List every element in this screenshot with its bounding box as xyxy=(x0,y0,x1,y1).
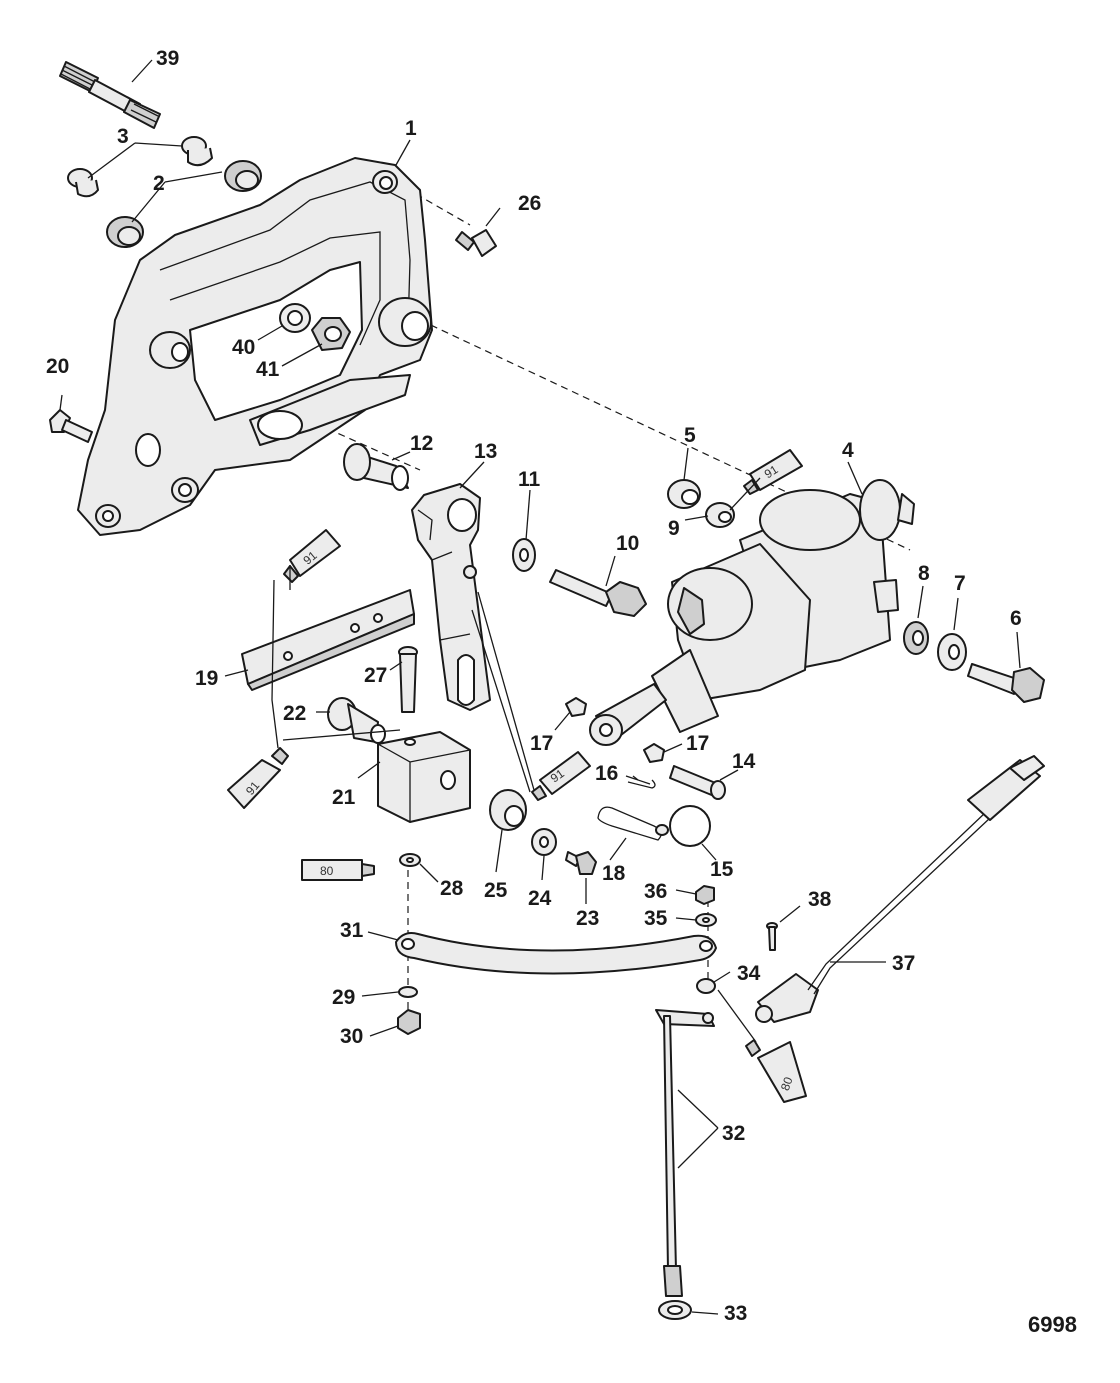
bushing-3 xyxy=(67,136,213,198)
callout-27: 27 xyxy=(364,664,387,687)
callout-17a: 17 xyxy=(530,732,553,755)
nut-36 xyxy=(695,885,715,905)
nut-17-upper xyxy=(565,697,587,717)
bracket-plate-1 xyxy=(77,157,433,536)
sealant-tube-91-a: 91 xyxy=(283,529,341,583)
callout-30: 30 xyxy=(340,1025,363,1048)
callout-38: 38 xyxy=(808,888,832,911)
washer-29 xyxy=(398,986,418,998)
callout-14: 14 xyxy=(732,750,756,773)
lever-arm-13 xyxy=(411,483,491,711)
callout-33: 33 xyxy=(724,1302,747,1325)
figure-number: 6998 xyxy=(1028,1312,1077,1337)
washer-11 xyxy=(512,538,536,572)
leader-lines xyxy=(59,59,1021,1315)
stud-39 xyxy=(59,61,161,129)
bolt-23 xyxy=(565,851,597,875)
grommet-33 xyxy=(658,1300,692,1320)
callout-26: 26 xyxy=(518,192,541,215)
callout-2: 2 xyxy=(153,172,165,195)
washer-7 xyxy=(937,633,967,671)
block-21 xyxy=(377,731,471,823)
callout-34: 34 xyxy=(737,962,761,985)
callout-16: 16 xyxy=(595,762,618,785)
bolt-6 xyxy=(967,663,1045,703)
callout-37: 37 xyxy=(892,952,915,975)
screw-38 xyxy=(766,922,778,951)
callout-19: 19 xyxy=(195,667,218,690)
nut-34 xyxy=(696,978,716,994)
washer-8 xyxy=(903,621,929,655)
washer-35 xyxy=(695,913,717,927)
callout-25: 25 xyxy=(484,879,508,902)
callout-35: 35 xyxy=(644,907,668,930)
callout-9: 9 xyxy=(668,517,680,540)
callout-8: 8 xyxy=(918,562,930,585)
callout-39: 39 xyxy=(156,47,179,70)
cotter-pin-16 xyxy=(625,775,656,789)
washer-28 xyxy=(399,853,421,867)
bushing-12 xyxy=(343,443,409,491)
ring-15 xyxy=(669,805,711,847)
screw-26 xyxy=(455,229,497,257)
callout-13: 13 xyxy=(474,440,497,463)
bushing-25 xyxy=(489,789,527,831)
rod-32 xyxy=(655,1009,715,1297)
bushing-22 xyxy=(327,697,386,744)
grommet-2 xyxy=(106,160,262,248)
callout-36: 36 xyxy=(644,880,667,903)
svg-text:80: 80 xyxy=(320,864,334,878)
callout-labels: 1 2 3 4 5 6 7 8 9 10 11 12 13 14 15 16 1… xyxy=(46,47,1022,1325)
callout-23: 23 xyxy=(576,907,599,930)
washer-40 xyxy=(279,303,311,333)
bushing-9 xyxy=(705,502,735,528)
callout-24: 24 xyxy=(528,887,552,910)
sealant-tube-91-d: 91 xyxy=(531,751,591,801)
sensor-harness-37 xyxy=(755,755,1045,1023)
callout-11: 11 xyxy=(518,468,541,491)
rail-19 xyxy=(241,589,415,691)
callout-10: 10 xyxy=(616,532,639,555)
callout-5: 5 xyxy=(684,424,696,447)
callout-22: 22 xyxy=(283,702,306,725)
callout-29: 29 xyxy=(332,986,355,1009)
nut-41 xyxy=(311,317,351,351)
callout-15: 15 xyxy=(710,858,734,881)
callout-18: 18 xyxy=(602,862,626,885)
svg-text:80: 80 xyxy=(778,1075,796,1093)
callout-40: 40 xyxy=(232,336,255,359)
sealant-tube-91-b: 91 xyxy=(743,449,803,495)
callout-20: 20 xyxy=(46,355,69,378)
callout-32: 32 xyxy=(722,1122,745,1145)
callout-4: 4 xyxy=(842,439,854,462)
nut-17-lower xyxy=(643,743,665,763)
callout-28: 28 xyxy=(440,877,464,900)
actuator-4 xyxy=(589,479,915,746)
callout-17b: 17 xyxy=(686,732,709,755)
bushing-5 xyxy=(667,479,701,509)
callout-12: 12 xyxy=(410,432,433,455)
bolt-20 xyxy=(49,409,93,443)
sealant-tube-80-a: 80 xyxy=(301,859,375,881)
link-31 xyxy=(395,932,717,975)
nut-30 xyxy=(397,1009,421,1035)
callout-31: 31 xyxy=(340,919,364,942)
bolt-10 xyxy=(549,569,647,617)
callout-41: 41 xyxy=(256,358,280,381)
washer-24 xyxy=(531,828,557,856)
callout-21: 21 xyxy=(332,786,356,809)
callout-7: 7 xyxy=(954,572,966,595)
wire-clip-18 xyxy=(597,806,669,841)
callout-1: 1 xyxy=(405,117,417,140)
callout-3: 3 xyxy=(117,125,129,148)
pin-14 xyxy=(669,765,726,800)
callout-6: 6 xyxy=(1010,607,1022,630)
sealant-tube-80-b: 80 xyxy=(745,1039,807,1103)
pin-27 xyxy=(398,646,418,713)
sealant-tube-91-c: 91 xyxy=(227,747,289,809)
